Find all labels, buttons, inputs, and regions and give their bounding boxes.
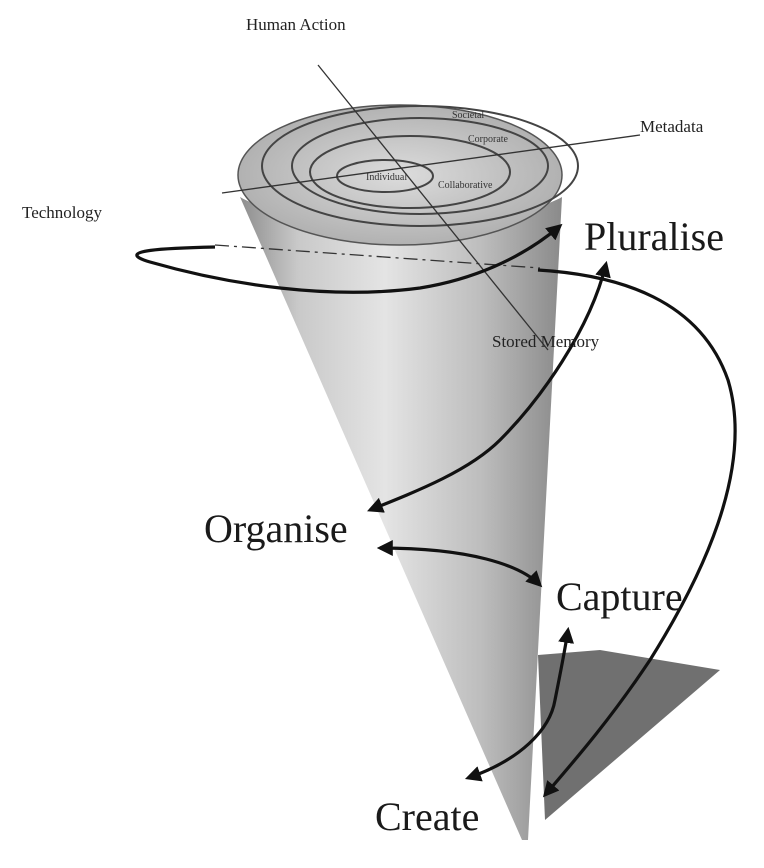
stage-organise: Organise <box>204 506 348 551</box>
ring-label-collaborative: Collaborative <box>438 180 493 191</box>
ring-label-individual: Individual <box>366 172 407 183</box>
stage-create: Create <box>375 794 479 839</box>
stage-pluralise: Pluralise <box>584 214 724 259</box>
ring-label-corporate: Corporate <box>468 134 509 145</box>
stage-capture: Capture <box>556 574 683 619</box>
cone-shadow <box>538 650 720 820</box>
label-metadata: Metadata <box>640 117 704 136</box>
ring-label-societal: Societal <box>452 110 484 121</box>
label-human-action: Human Action <box>246 15 346 34</box>
label-technology: Technology <box>22 203 103 222</box>
label-stored-memory: Stored Memory <box>492 332 600 351</box>
